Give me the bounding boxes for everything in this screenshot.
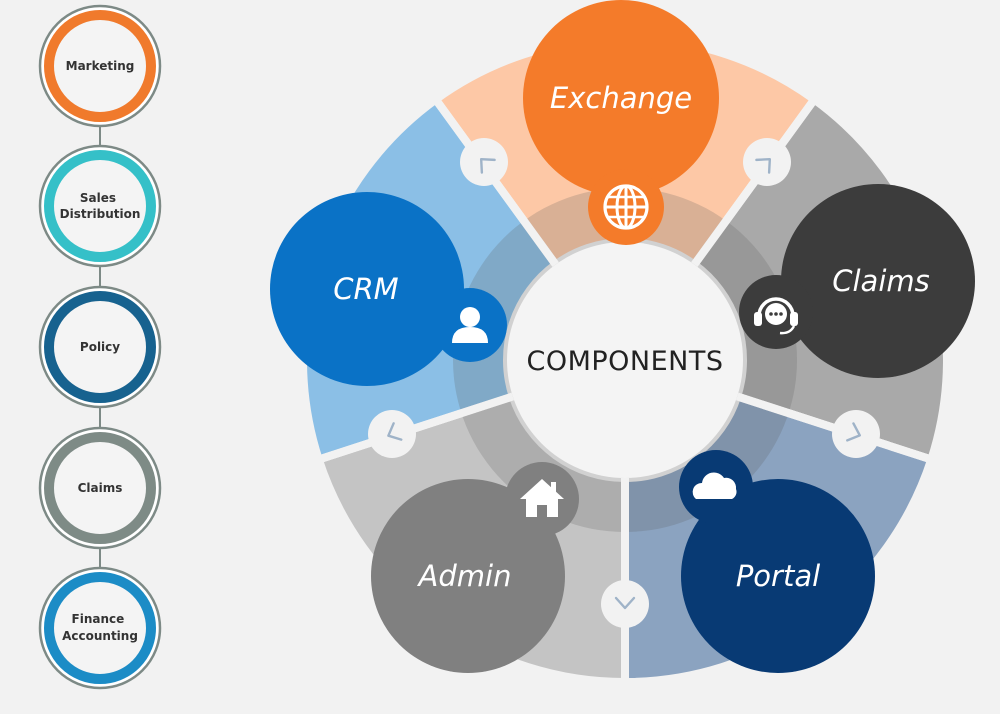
side-nav-label: Distribution [60,207,141,221]
support-agent-icon [739,275,813,349]
center-hub [507,242,743,478]
component-label: CRM [333,272,398,306]
side-nav-label: Sales [80,191,116,205]
side-nav-label: Policy [80,340,120,354]
side-nav-label: Finance [72,612,125,626]
component-label: Exchange [550,81,692,115]
side-nav-item-policy[interactable]: Policy [38,285,162,409]
flow-arrow-icon [743,138,791,186]
component-label: Portal [736,559,820,593]
component-crm[interactable]: CRM [270,192,507,386]
component-bubble [681,479,875,673]
svg-text:Policy: Policy [80,340,120,354]
svg-text:Claims: Claims [78,481,123,495]
flow-arrow-icon [368,410,416,458]
component-exchange[interactable]: Exchange [523,0,719,245]
cloud-icon [679,450,753,524]
claims-ring [44,432,156,544]
globe-icon [588,169,664,245]
home-icon [505,462,579,536]
side-nav-item-claims[interactable]: Claims [38,426,162,550]
center-label: COMPONENTS [526,346,723,377]
component-bubble [371,479,565,673]
side-nav-label: Claims [78,481,123,495]
svg-text:Finance Accounting: Finance Accounting [62,612,138,643]
side-nav: Marketing Sales Distribution Policy Clai… [38,4,162,690]
component-label: Admin [417,559,512,593]
component-admin[interactable]: Admin [371,462,579,673]
policy-ring [44,291,156,403]
component-bubble [781,184,975,378]
finance-accounting-ring [44,572,156,684]
flow-arrow-icon [832,410,880,458]
side-nav-item-marketing[interactable]: Marketing [38,4,162,128]
svg-text:Sales Distribution: Sales Distribution [60,191,141,221]
component-label: Claims [832,264,930,298]
component-bubble [523,0,719,196]
side-nav-label: Accounting [62,629,138,643]
side-nav-item-finance-accounting[interactable]: Finance Accounting [38,566,162,690]
svg-text:Marketing: Marketing [66,59,135,73]
user-icon [433,288,507,362]
component-bubble [270,192,464,386]
flow-arrow-icon [460,138,508,186]
component-claims[interactable]: Claims [739,184,975,378]
flow-arrow-icon [601,580,649,628]
marketing-ring [44,10,156,122]
sales-distribution-ring [44,150,156,262]
side-nav-item-sales-distribution[interactable]: Sales Distribution [38,144,162,268]
side-nav-label: Marketing [66,59,135,73]
component-portal[interactable]: Portal [679,450,875,673]
segment-divider [317,392,515,464]
